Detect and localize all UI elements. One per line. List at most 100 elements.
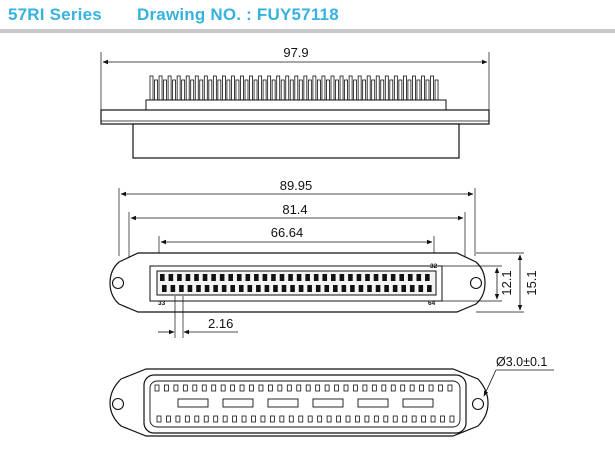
contact-pin-top (373, 274, 379, 281)
contact-pin-bottom (196, 285, 201, 292)
side-pin (154, 79, 158, 103)
side-pin (434, 79, 439, 103)
rear-contact-bottom (421, 415, 427, 423)
contact-pin-top (168, 274, 174, 281)
rear-contact-top (192, 384, 198, 392)
title-divider (0, 29, 615, 33)
body-height-label: 12.1 (499, 270, 514, 295)
side-pin (407, 79, 412, 103)
flange-height-label: 15.1 (524, 270, 539, 295)
contact-pin-top (236, 274, 242, 281)
side-pin (402, 75, 407, 103)
rear-contact-bottom (355, 415, 360, 423)
rear-contact-bottom (317, 415, 323, 423)
rear-slot (177, 398, 209, 408)
side-pin (430, 75, 434, 103)
rear-contact-bottom (326, 415, 332, 423)
rear-contact-top (286, 384, 292, 392)
rear-contact-top (201, 384, 207, 392)
contact-pin-bottom (384, 285, 389, 292)
rear-left-hole (111, 397, 125, 411)
rear-contact-bottom (166, 415, 171, 423)
contact-pin-top (271, 274, 276, 281)
rear-contact-top (381, 384, 387, 392)
contact-pin-bottom (230, 285, 235, 292)
rear-contact-top (239, 384, 245, 392)
rear-contact-bottom (392, 415, 398, 423)
rear-contact-bottom (288, 415, 294, 423)
side-pin (158, 75, 163, 103)
side-pin (212, 75, 217, 103)
rear-contact-bottom (203, 415, 209, 423)
rear-view: Ø3.0±0.1 (109, 355, 554, 437)
contact-pin-bottom (256, 285, 261, 292)
rear-contact-top (164, 384, 169, 392)
contact-pin-top (211, 274, 216, 281)
contact-pin-bottom (213, 285, 218, 292)
rear-contact-top (305, 384, 311, 392)
contact-pin-bottom (179, 285, 184, 292)
contact-pin-top (365, 274, 370, 281)
contact-pin-bottom (170, 285, 176, 292)
side-pin (262, 79, 267, 103)
rear-contact-bottom (364, 415, 370, 423)
rear-contact-bottom (373, 415, 379, 423)
overall-width-label: 89.95 (280, 178, 313, 193)
rear-contact-bottom (430, 415, 436, 423)
side-pin (421, 75, 425, 103)
rear-contact-top (182, 384, 188, 392)
side-pin (226, 79, 231, 103)
rear-contact-bottom (411, 415, 417, 423)
side-view: 97.9 (100, 45, 490, 159)
contact-pin-bottom (187, 285, 193, 292)
rear-contact-bottom (251, 415, 256, 423)
contact-pin-top (390, 274, 396, 281)
side-pin (190, 79, 195, 103)
side-pin (253, 79, 258, 103)
rear-slot (267, 398, 299, 408)
contact-pin-top (219, 274, 225, 281)
contact-pin-top (194, 274, 199, 281)
title-bar: 57RI Series Drawing NO. : FUY57118 (0, 0, 615, 34)
side-pin (312, 75, 317, 103)
side-pin (258, 75, 263, 103)
contact-pin-bottom (418, 285, 424, 292)
contact-pin-bottom (367, 285, 372, 292)
side-pin (294, 75, 299, 103)
side-pin (375, 75, 380, 103)
side-pin (203, 75, 208, 103)
contact-pin-bottom (375, 285, 381, 292)
rear-contact-bottom (307, 415, 313, 423)
side-pin (221, 75, 226, 103)
side-pin (321, 75, 326, 103)
rear-contact-bottom (222, 415, 228, 423)
rear-contact-top (353, 384, 358, 392)
rear-contact-top (296, 384, 302, 392)
contact-pin-bottom (427, 285, 432, 292)
rear-contact-top (230, 384, 236, 392)
rear-contact-bottom (279, 415, 285, 423)
contact-pin-top (331, 274, 336, 281)
side-pin (167, 75, 172, 103)
rear-contact-bottom (213, 415, 219, 423)
contact-span-label: 66.64 (271, 225, 304, 240)
contact-pin-top (425, 274, 430, 281)
rear-contact-bottom (260, 415, 266, 423)
side-pin (362, 79, 367, 103)
front-view: 89.95 81.4 66.64 32 33 64 12.1 15.1 2.16 (109, 178, 539, 338)
rear-contact-bottom (175, 415, 181, 423)
contact-pin-bottom (307, 285, 312, 292)
rear-contact-top (371, 384, 377, 392)
side-pin (185, 75, 190, 103)
rear-contact-bottom (241, 415, 247, 423)
side-pin (271, 79, 276, 103)
rear-contact-top (438, 384, 443, 392)
contact-pin-top (356, 274, 362, 281)
contact-pin-top (254, 274, 259, 281)
side-pin (240, 75, 244, 103)
rear-contact-top (409, 384, 415, 392)
side-pin (149, 75, 154, 103)
contact-pin-top (339, 274, 345, 281)
contact-pin-top (382, 274, 387, 281)
